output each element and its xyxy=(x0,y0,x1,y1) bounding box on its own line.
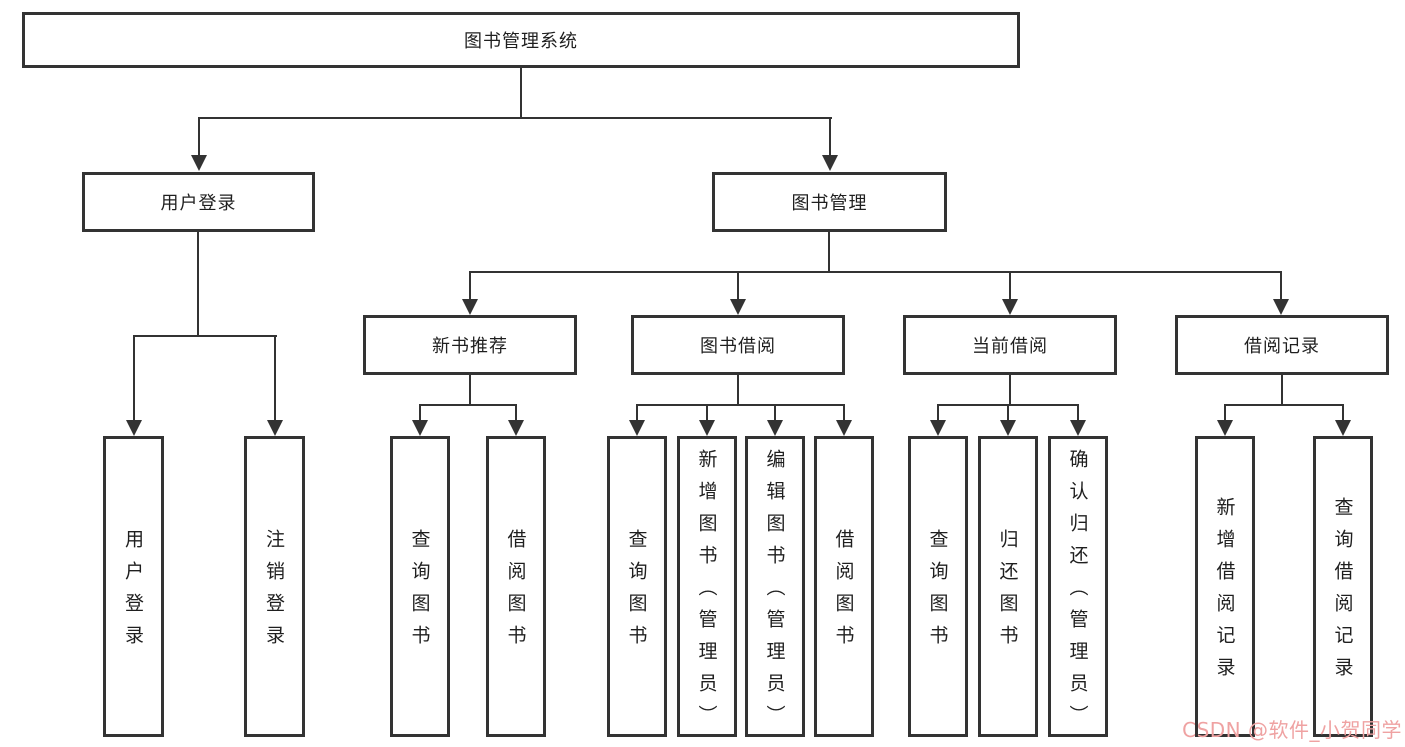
node-book-borrowing: 图书借阅 xyxy=(631,315,845,375)
root-node-library-system: 图书管理系统 xyxy=(22,12,1020,68)
leaf-borrow-books-borrowing: 借阅图书 xyxy=(814,436,874,737)
arrowhead-down xyxy=(1000,420,1016,436)
arrowhead-down xyxy=(412,420,428,436)
root-node-label: 图书管理系统 xyxy=(464,31,578,52)
arrowhead-down xyxy=(1335,420,1351,436)
arrowhead-down xyxy=(699,420,715,436)
arrowhead-down xyxy=(462,299,478,315)
arrowhead-down xyxy=(767,420,783,436)
connector-vline xyxy=(1224,404,1226,421)
node-new-book-recommend: 新书推荐 xyxy=(363,315,577,375)
node-current-borrowing: 当前借阅 xyxy=(903,315,1117,375)
leaf-edit-books-admin: 编辑图书（管理员） xyxy=(745,436,805,737)
connector-vline xyxy=(1077,404,1079,421)
leaf-query-books-borrowing-label: 查询图书 xyxy=(625,529,648,657)
connector-vline xyxy=(737,271,739,300)
leaf-add-borrow-record-label: 新增借阅记录 xyxy=(1213,497,1236,689)
connector-vline xyxy=(1009,271,1011,300)
node-book-management: 图书管理 xyxy=(712,172,947,232)
connector-hline xyxy=(133,335,277,337)
leaf-query-books-recommend: 查询图书 xyxy=(390,436,450,737)
arrowhead-down xyxy=(836,420,852,436)
connector-hline xyxy=(636,404,845,406)
connector-vline xyxy=(133,335,135,421)
leaf-logout-label: 注销登录 xyxy=(263,529,285,657)
leaf-return-books: 归还图书 xyxy=(978,436,1038,737)
connector-vline xyxy=(937,404,939,421)
leaf-query-books-recommend-label: 查询图书 xyxy=(408,529,431,657)
leaf-add-books-admin-label: 新增图书（管理员） xyxy=(695,449,718,737)
connector-vline xyxy=(829,117,831,157)
node-current-borrowing-label: 当前借阅 xyxy=(972,336,1048,357)
connector-vline xyxy=(469,373,471,406)
node-book-borrowing-label: 图书借阅 xyxy=(700,336,776,357)
node-new-book-recommend-label: 新书推荐 xyxy=(432,336,508,357)
arrowhead-down xyxy=(1273,299,1289,315)
connector-vline xyxy=(636,404,638,421)
node-book-management-label: 图书管理 xyxy=(791,193,868,214)
connector-vline xyxy=(706,404,708,421)
leaf-return-books-label: 归还图书 xyxy=(996,529,1019,657)
node-user-login: 用户登录 xyxy=(82,172,315,232)
leaf-query-books-current: 查询图书 xyxy=(908,436,968,737)
leaf-user-login: 用户登录 xyxy=(103,436,164,737)
arrowhead-down xyxy=(930,420,946,436)
leaf-query-books-borrowing: 查询图书 xyxy=(607,436,667,737)
connector-vline xyxy=(843,404,845,421)
connector-hline xyxy=(1224,404,1344,406)
connector-vline xyxy=(469,271,471,300)
leaf-user-login-label: 用户登录 xyxy=(122,529,144,657)
leaf-borrow-books-recommend: 借阅图书 xyxy=(486,436,546,737)
node-borrow-records: 借阅记录 xyxy=(1175,315,1389,375)
leaf-confirm-return-admin: 确认归还（管理员） xyxy=(1048,436,1108,737)
connector-vline xyxy=(515,404,517,421)
connector-vline xyxy=(1009,373,1011,406)
connector-vline xyxy=(198,117,200,157)
connector-vline xyxy=(274,335,276,421)
arrowhead-down xyxy=(1217,420,1233,436)
arrowhead-down xyxy=(730,299,746,315)
arrowhead-down xyxy=(508,420,524,436)
connector-vline xyxy=(737,373,739,406)
leaf-add-books-admin: 新增图书（管理员） xyxy=(677,436,737,737)
arrowhead-down xyxy=(1070,420,1086,436)
connector-hline xyxy=(198,117,832,119)
connector-vline xyxy=(1281,373,1283,406)
connector-vline xyxy=(828,230,830,273)
connector-vline xyxy=(197,230,199,336)
leaf-logout: 注销登录 xyxy=(244,436,305,737)
arrowhead-down xyxy=(1002,299,1018,315)
arrowhead-down xyxy=(267,420,283,436)
leaf-confirm-return-admin-label: 确认归还（管理员） xyxy=(1066,449,1089,737)
connector-hline xyxy=(419,404,517,406)
leaf-borrow-books-borrowing-label: 借阅图书 xyxy=(832,529,855,657)
arrowhead-down xyxy=(629,420,645,436)
connector-vline xyxy=(419,404,421,421)
leaf-borrow-books-recommend-label: 借阅图书 xyxy=(504,529,527,657)
connector-vline xyxy=(1007,404,1009,421)
arrowhead-down xyxy=(126,420,142,436)
connector-vline xyxy=(774,404,776,421)
leaf-edit-books-admin-label: 编辑图书（管理员） xyxy=(763,449,786,737)
csdn-watermark: CSDN @软件_小贺同学 xyxy=(1182,718,1402,742)
leaf-add-borrow-record: 新增借阅记录 xyxy=(1195,436,1255,737)
leaf-query-borrow-record: 查询借阅记录 xyxy=(1313,436,1373,737)
leaf-query-books-current-label: 查询图书 xyxy=(926,529,949,657)
connector-hline xyxy=(469,271,1282,273)
arrowhead-down xyxy=(822,155,838,171)
node-borrow-records-label: 借阅记录 xyxy=(1244,336,1320,357)
connector-vline xyxy=(1280,271,1282,300)
node-user-login-label: 用户登录 xyxy=(160,193,237,214)
connector-vline xyxy=(1342,404,1344,421)
leaf-query-borrow-record-label: 查询借阅记录 xyxy=(1331,497,1354,689)
connector-vline xyxy=(520,66,522,118)
arrowhead-down xyxy=(191,155,207,171)
